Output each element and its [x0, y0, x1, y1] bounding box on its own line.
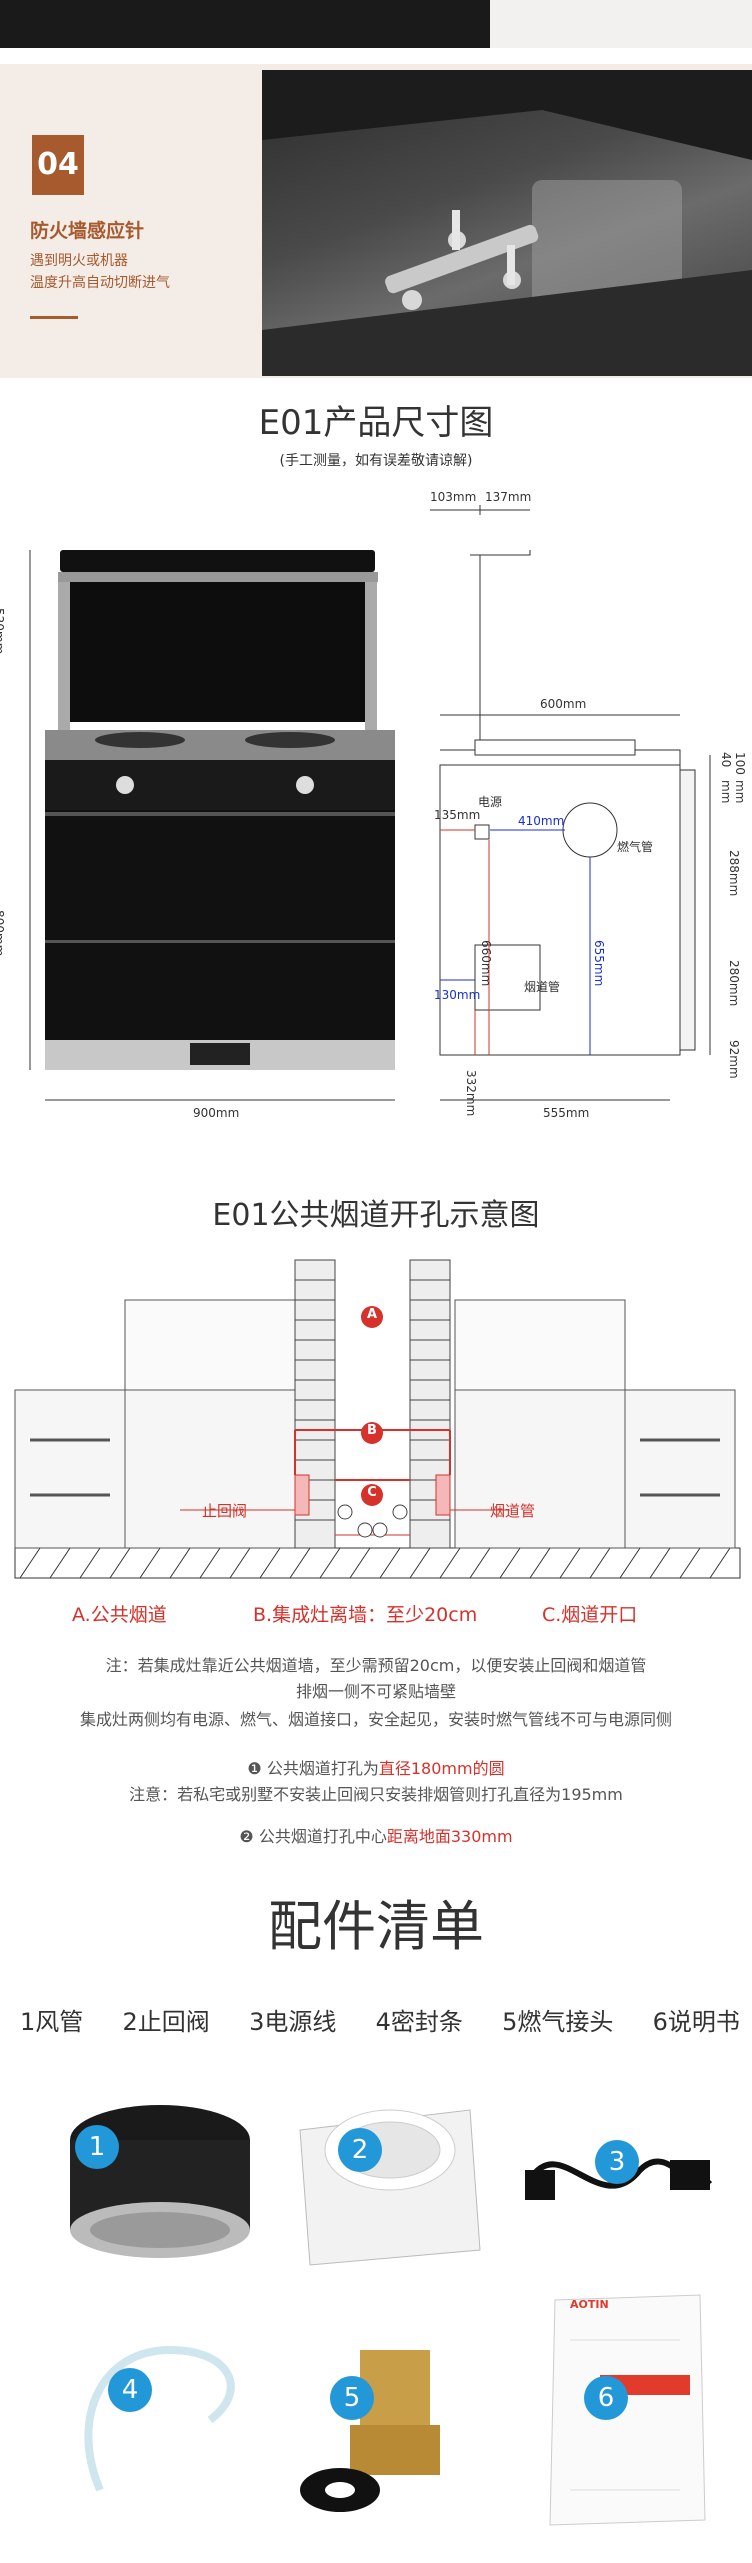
parts-title: 配件清单 [268, 1895, 484, 1958]
dim-660mm: 660mm [479, 940, 493, 987]
feature-underline [30, 316, 78, 319]
part-number-1: 1 [75, 2125, 119, 2169]
legend-c: C.烟道开口 [542, 1604, 638, 1626]
dim-mm-1: mm [719, 780, 733, 804]
dim-655mm: 655mm [592, 940, 606, 987]
label-gas-pipe: 燃气管 [617, 840, 654, 854]
power-cord-image [525, 2158, 713, 2200]
label-flue-pipe-diagram: 烟道管 [490, 1502, 536, 1520]
flue-note-2: 排烟一侧不可紧贴墙壁 [295, 1682, 456, 1701]
label-check-valve: 止回阀 [202, 1502, 248, 1520]
front-height-top-label: 520mm [0, 608, 6, 655]
check-valve-image [299, 2109, 481, 2266]
marker-a: A [366, 1307, 378, 1322]
part-number-2: 2 [338, 2128, 382, 2172]
flue-note-3: 集成灶两侧均有电源、燃气、烟道接口，安全起见，安装时燃气管线不可与电源同侧 [79, 1710, 672, 1729]
sealing-strip-image [84, 2345, 235, 2492]
feature-number-badge: 04 [32, 135, 84, 195]
feature-desc-line2: 温度升高自动切断进气 [30, 275, 170, 291]
part-item-6: 6说明书 [652, 2008, 740, 2036]
dim-100: 100 [733, 752, 747, 775]
marker-b: B [367, 1423, 377, 1438]
marker-c: C [367, 1485, 377, 1500]
side-view-drawing [430, 505, 711, 1101]
gas-connector-image [300, 2350, 440, 2512]
point-1-number: ❶ [247, 1759, 262, 1778]
part-number-6: 6 [584, 2376, 628, 2420]
dim-92mm: 92mm [727, 1040, 741, 1079]
label-power: 电源 [478, 795, 503, 809]
dimensions-subtitle: (手工测量，如有误差敬请谅解) [279, 453, 473, 469]
part-item-2: 2止回阀 [122, 2008, 210, 2036]
part-number-5: 5 [330, 2376, 374, 2420]
part-number-3: 3 [595, 2140, 639, 2184]
manual-brand: AOTIN [570, 2298, 609, 2311]
dim-332mm: 332mm [464, 1070, 478, 1117]
legend-a: A.公共烟道 [72, 1604, 167, 1626]
dimensions-title: E01产品尺寸图 [258, 403, 494, 443]
dim-135mm: 135mm [434, 808, 481, 822]
point-1-prefix: 公共烟道打孔为 [266, 1759, 379, 1778]
top-strip [0, 0, 752, 60]
part-item-5: 5燃气接头 [502, 2008, 614, 2036]
dim-130mm: 130mm [434, 988, 481, 1002]
dim-410mm: 410mm [518, 814, 565, 828]
sensor-pin-photo [262, 70, 752, 376]
front-view-drawing [29, 550, 395, 1101]
dim-40: 40 [719, 752, 733, 768]
flue-diagram [14, 1259, 741, 1579]
flue-point-1-note: 注意：若私宅或别墅不安装止回阀只安装排烟管则打孔直径为195mm [129, 1785, 623, 1804]
feature-description: 遇到明火或机器 温度升高自动切断进气 [30, 250, 170, 294]
flue-point-2: ❷ 公共烟道打孔中心距离地面330mm [0, 1823, 752, 1847]
part-item-4: 4密封条 [375, 2008, 463, 2036]
point-2-highlight: 距离地面330mm [386, 1827, 513, 1846]
point-2-prefix: 公共烟道打孔中心 [258, 1827, 387, 1846]
top-dark-panel [0, 0, 490, 48]
feature-desc-line1: 遇到明火或机器 [30, 253, 128, 269]
flue-note-1: 注：若集成灶靠近公共烟道墙，至少需预留20cm，以便安装止回阀和烟道管 [105, 1656, 647, 1675]
dim-mm-2: mm [733, 780, 747, 804]
part-number-4: 4 [108, 2368, 152, 2412]
point-1-highlight: 直径180mm的圆 [378, 1759, 505, 1778]
side-top-a-label: 103mm [430, 490, 477, 504]
flue-point-1: ❶ 公共烟道打孔为直径180mm的圆 [0, 1755, 752, 1779]
point-2-number: ❷ [239, 1827, 254, 1846]
side-depth-label: 555mm [543, 1106, 590, 1120]
side-depth-top-label: 600mm [540, 697, 587, 711]
label-flue-pipe: 烟道管 [524, 980, 561, 994]
part-item-3: 3电源线 [249, 2008, 337, 2036]
legend-b: B.集成灶离墙：至少20cm [253, 1604, 478, 1626]
part-item-1: 1风管 [20, 2008, 84, 2036]
front-height-body-label: 800mm [0, 910, 6, 957]
top-light-panel [490, 0, 752, 48]
side-top-b-label: 137mm [485, 490, 532, 504]
feature-title: 防火墙感应针 [30, 220, 145, 242]
sensor-pin-illustration [262, 70, 752, 376]
dim-280mm: 280mm [727, 960, 741, 1007]
flue-title: E01公共烟道开孔示意图 [212, 1198, 540, 1233]
parts-list: 1风管 2止回阀 3电源线 4密封条 5燃气接头 6说明书 [20, 2002, 740, 2037]
dim-288mm: 288mm [727, 850, 741, 897]
air-duct-image [70, 2105, 250, 2258]
front-width-label: 900mm [193, 1106, 240, 1120]
manual-image [549, 2294, 706, 2526]
